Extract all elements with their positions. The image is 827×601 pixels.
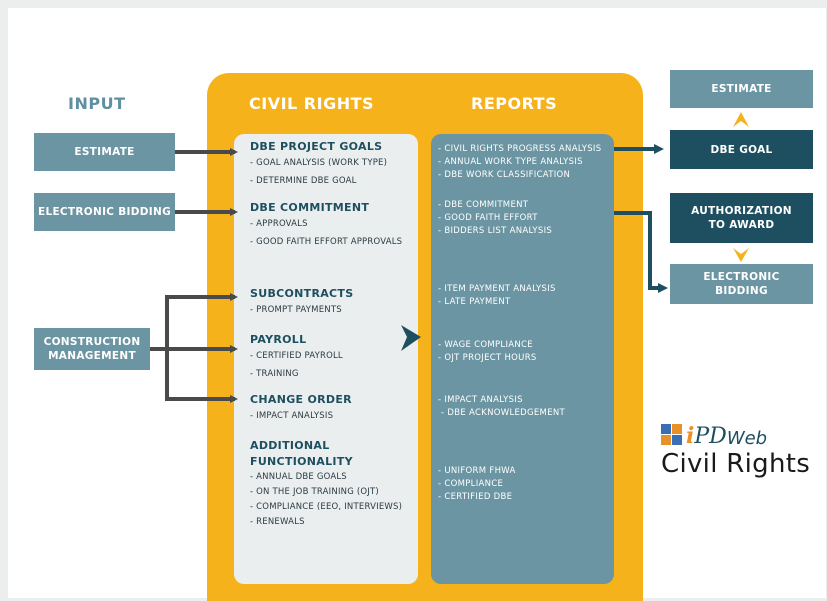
- report-item: - DBE COMMITMENT: [438, 200, 529, 210]
- report-item: - CERTIFIED DBE: [438, 492, 513, 502]
- input-electronic-bidding-label: ELECTRONIC BIDDING: [37, 206, 172, 218]
- input-header: INPUT: [68, 94, 126, 113]
- payroll-section: PAYROLL - CERTIFIED PAYROLL - TRAINING: [250, 333, 415, 380]
- chevron-up-icon: [733, 112, 749, 127]
- payroll-item: - TRAINING: [250, 369, 299, 379]
- report-item: - IMPACT ANALYSIS: [438, 395, 523, 405]
- report-item: - OJT PROJECT HOURS: [438, 353, 537, 363]
- input-electronic-bidding-box: ELECTRONIC BIDDING: [34, 193, 175, 231]
- dbe-commitment-section: DBE COMMITMENT - APPROVALS - GOOD FAITH …: [250, 201, 415, 248]
- report-item: - LATE PAYMENT: [438, 297, 511, 307]
- output-electronic-bidding-label-line1: ELECTRONIC: [703, 271, 780, 283]
- output-dbe-goal-label: DBE GOAL: [710, 143, 773, 156]
- output-electronic-bidding-box: ELECTRONIC BIDDING: [670, 264, 813, 304]
- logo-pd: PD: [694, 424, 727, 449]
- report-item: - DBE WORK CLASSIFICATION: [438, 170, 571, 180]
- electronic-bidding-out-arrow: [614, 211, 668, 293]
- dbe-project-goals-title: DBE PROJECT GOALS: [250, 140, 383, 153]
- dbe-project-goals-item: - GOAL ANALYSIS (WORK TYPE): [250, 158, 388, 168]
- additional-functionality-title-line2: FUNCTIONALITY: [250, 455, 353, 468]
- dbe-project-goals-item: - DETERMINE DBE GOAL: [250, 176, 357, 186]
- output-authorization-label-line1: AUTHORIZATION: [691, 205, 792, 217]
- output-estimate-label: ESTIMATE: [711, 83, 772, 95]
- dbe-project-goals-section: DBE PROJECT GOALS - GOAL ANALYSIS (WORK …: [250, 140, 415, 187]
- additional-functionality-item: - COMPLIANCE (EEO, INTERVIEWS): [250, 502, 403, 512]
- additional-functionality-item: - ON THE JOB TRAINING (OJT): [250, 487, 379, 497]
- reports-header: REPORTS: [471, 94, 558, 113]
- logo-subtitle: Civil Rights: [661, 449, 811, 479]
- reports-group-5: - IMPACT ANALYSIS - DBE ACKNOWLEDGEMENT: [438, 394, 614, 420]
- subcontracts-title: SUBCONTRACTS: [250, 287, 354, 300]
- additional-functionality-item: - RENEWALS: [250, 517, 305, 527]
- change-order-arrow: [165, 349, 238, 403]
- output-estimate-box: ESTIMATE: [670, 70, 813, 108]
- reports-column: [431, 134, 614, 584]
- subcontracts-section: SUBCONTRACTS - PROMPT PAYMENTS: [250, 287, 415, 316]
- output-authorization-label-line2: TO AWARD: [708, 219, 775, 231]
- reports-group-1: - CIVIL RIGHTS PROGRESS ANALYSIS - ANNUA…: [438, 143, 614, 182]
- chevron-down-icon: [733, 248, 749, 262]
- reports-group-2: - DBE COMMITMENT - GOOD FAITH EFFORT - B…: [438, 199, 614, 238]
- ipdweb-logo: i PD Web Civil Rights: [661, 423, 810, 479]
- report-item: - BIDDERS LIST ANALYSIS: [438, 226, 553, 236]
- subcontracts-item: - PROMPT PAYMENTS: [250, 305, 342, 315]
- change-order-item: - IMPACT ANALYSIS: [250, 411, 334, 421]
- output-electronic-bidding-label-line2: BIDDING: [715, 285, 768, 297]
- payroll-item: - CERTIFIED PAYROLL: [250, 351, 343, 361]
- civil-rights-column: [234, 134, 418, 584]
- chevron-right-icon: [401, 325, 421, 351]
- reports-group-6: - UNIFORM FHWA - COMPLIANCE - CERTIFIED …: [438, 465, 614, 504]
- payroll-title: PAYROLL: [250, 333, 307, 346]
- output-authorization-box: AUTHORIZATION TO AWARD: [670, 193, 813, 243]
- input-construction-management-label: CONSTRUCTION MANAGEMENT: [43, 336, 141, 362]
- report-item: - GOOD FAITH EFFORT: [438, 213, 538, 223]
- report-item: - WAGE COMPLIANCE: [438, 340, 533, 350]
- civil-rights-header: CIVIL RIGHTS: [249, 94, 375, 113]
- input-estimate-box: ESTIMATE: [34, 133, 175, 171]
- change-order-section: CHANGE ORDER - IMPACT ANALYSIS: [250, 393, 415, 422]
- reports-group-4: - WAGE COMPLIANCE - OJT PROJECT HOURS: [438, 339, 614, 365]
- report-item: - ANNUAL WORK TYPE ANALYSIS: [438, 157, 583, 167]
- report-item: - CIVIL RIGHTS PROGRESS ANALYSIS: [438, 144, 602, 154]
- output-dbe-goal-box: DBE GOAL: [670, 130, 813, 169]
- reports-group-3: - ITEM PAYMENT ANALYSIS - LATE PAYMENT: [438, 283, 614, 309]
- logo-i: i: [686, 423, 695, 449]
- input-estimate-label: ESTIMATE: [74, 146, 135, 158]
- report-item: - DBE ACKNOWLEDGEMENT: [438, 408, 566, 418]
- report-item: - COMPLIANCE: [438, 479, 504, 489]
- puzzle-icon: [661, 424, 682, 445]
- dbe-commitment-item: - GOOD FAITH EFFORT APPROVALS: [250, 237, 403, 247]
- dbe-commitment-title: DBE COMMITMENT: [250, 201, 370, 214]
- report-item: - ITEM PAYMENT ANALYSIS: [438, 284, 556, 294]
- report-item: - UNIFORM FHWA: [438, 466, 516, 476]
- logo-web: Web: [726, 428, 768, 449]
- dbe-commitment-item: - APPROVALS: [250, 219, 308, 229]
- change-order-title: CHANGE ORDER: [250, 393, 352, 406]
- input-construction-management-box: CONSTRUCTION MANAGEMENT: [34, 328, 150, 370]
- additional-functionality-item: - ANNUAL DBE GOALS: [250, 472, 347, 482]
- additional-functionality-section: ADDITIONAL FUNCTIONALITY - ANNUAL DBE GO…: [250, 439, 416, 528]
- additional-functionality-title-line1: ADDITIONAL: [250, 439, 330, 452]
